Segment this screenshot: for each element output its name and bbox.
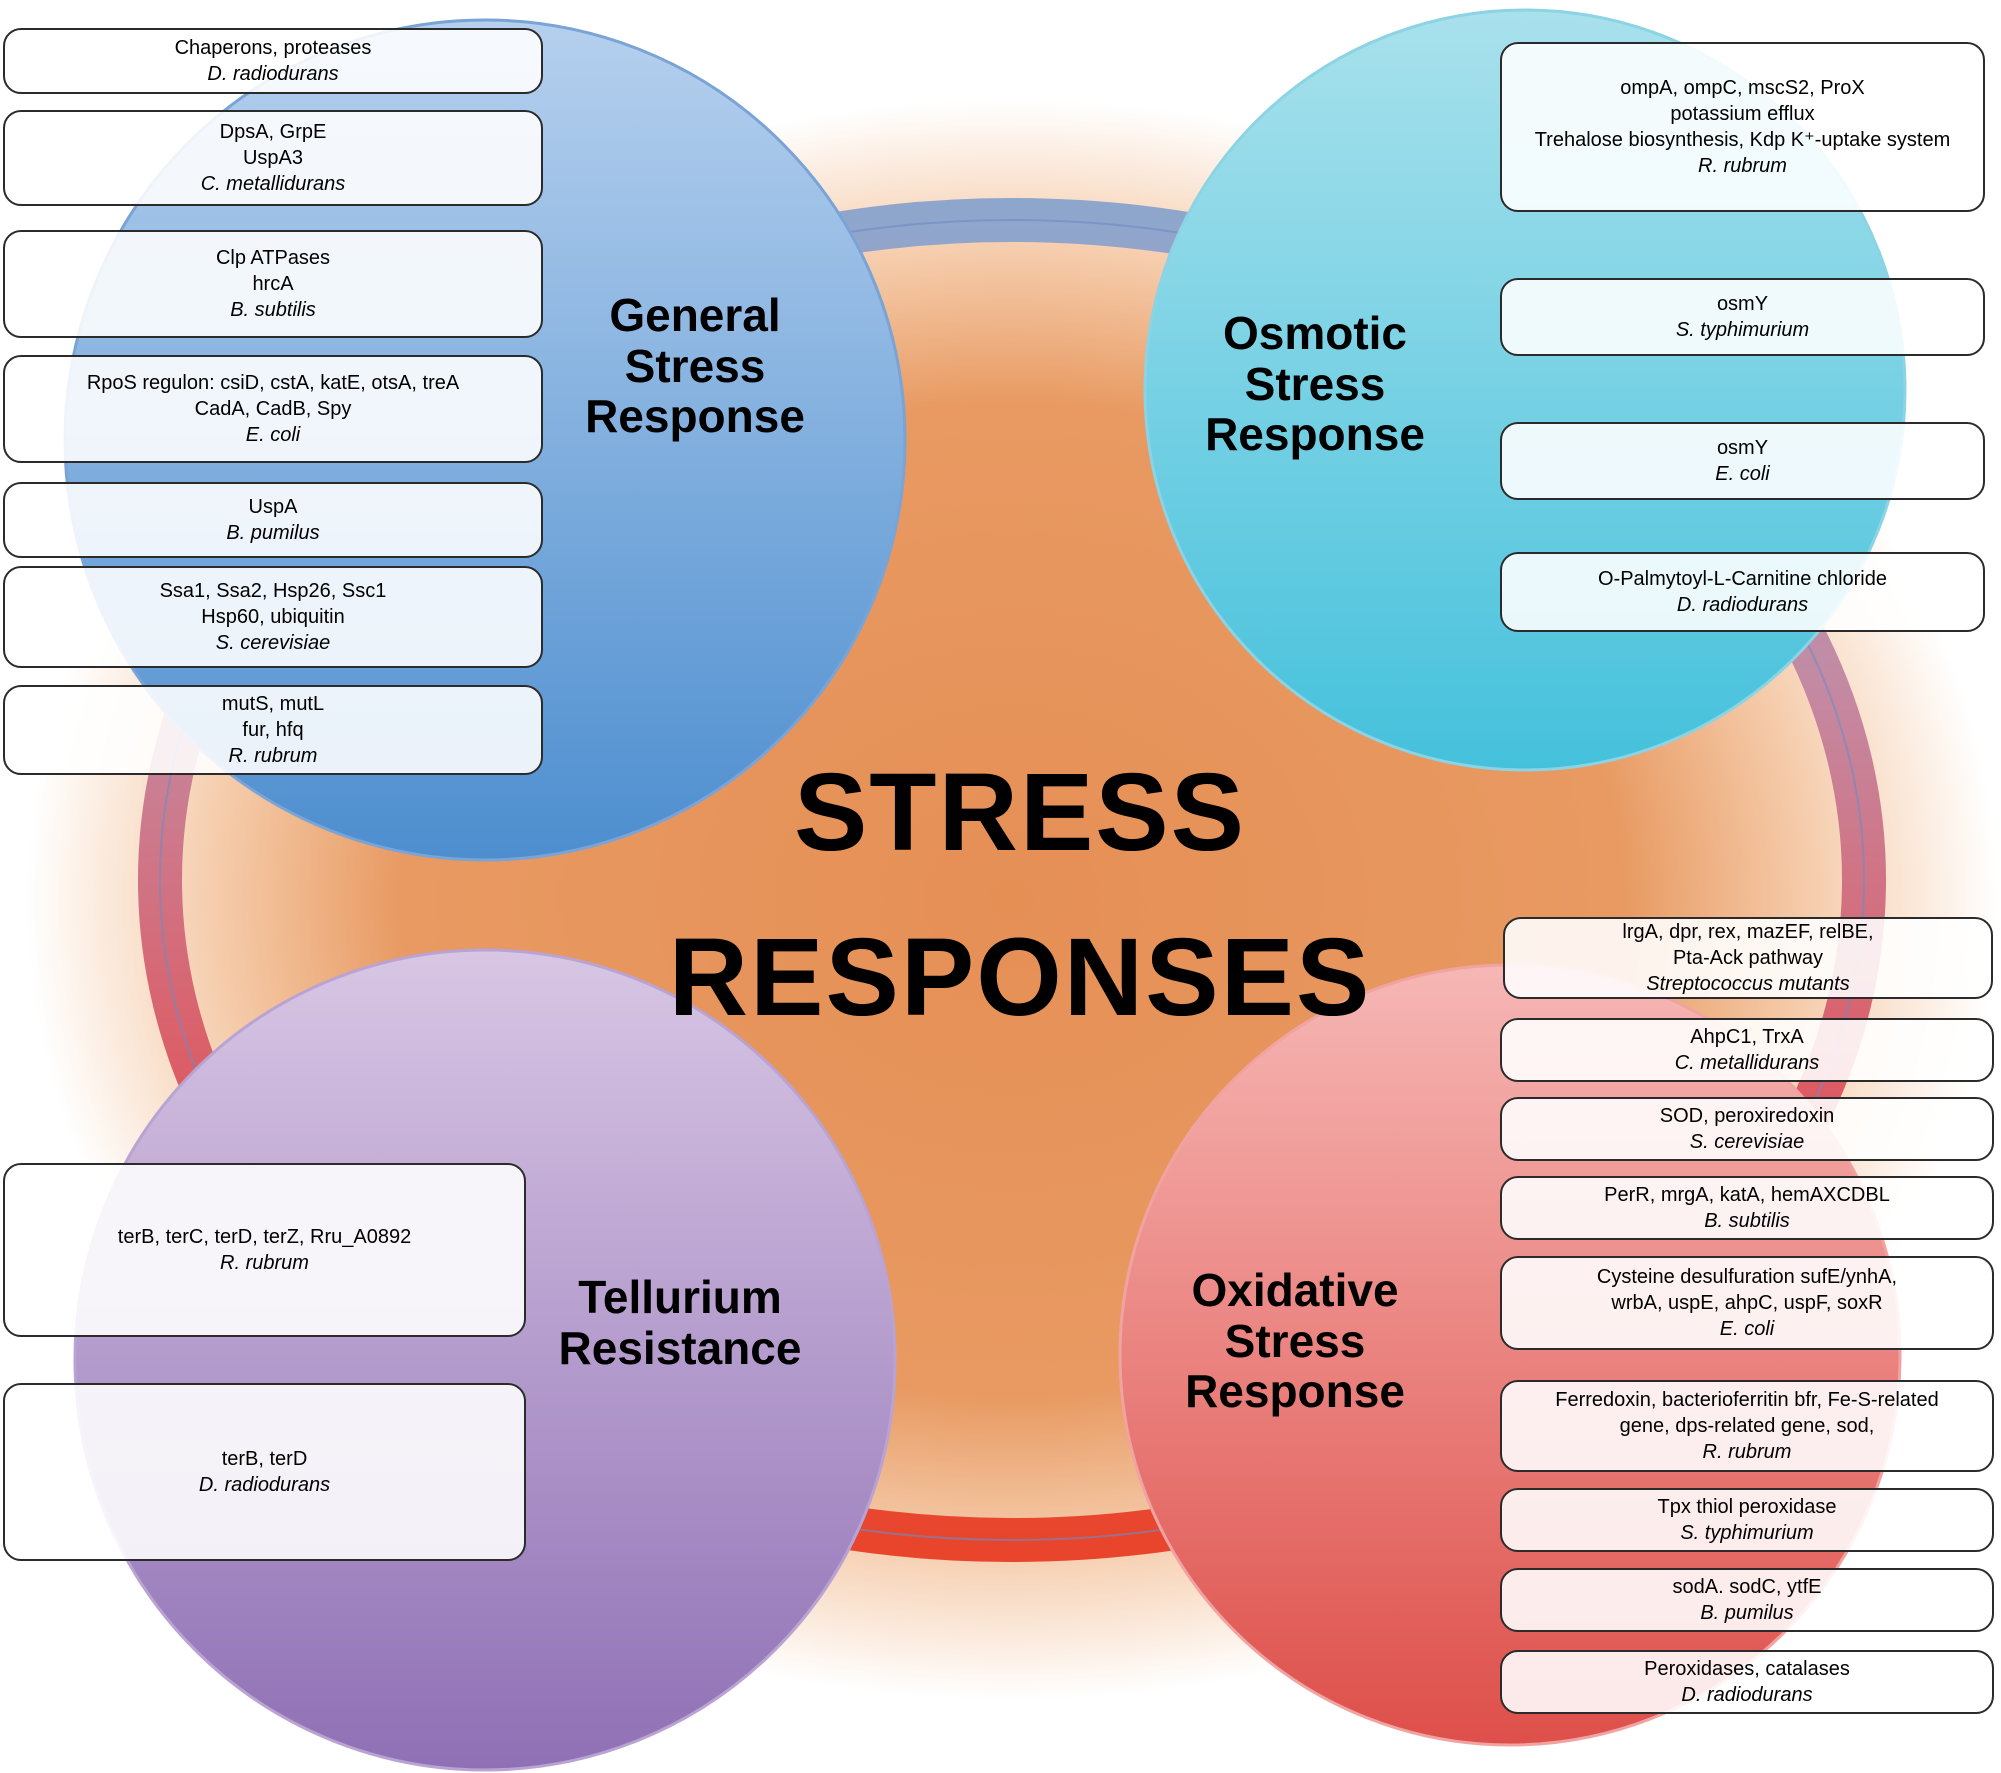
box-gene-line: PerR, mrgA, katA, hemAXCDBL (1604, 1184, 1890, 1206)
box-gene-line: Chaperons, proteases (174, 37, 372, 59)
general-box-3: Clp ATPases hrcA B. subtilis (3, 230, 543, 338)
box-organism: E. coli (245, 424, 301, 446)
box-organism: C. metallidurans (1674, 1052, 1820, 1074)
general-box-7: mutS, mutL fur, hfq R. rubrum (3, 685, 543, 775)
box-gene-line: Hsp60, ubiquitin (201, 606, 345, 628)
osmotic-box-4: O-Palmytoyl-L-Carnitine chloride D. radio… (1500, 552, 1985, 632)
tellurium-box-1: terB, terC, terD, terZ, Rru_A0892 R. rubr… (3, 1163, 526, 1337)
box-gene-line: ompA, ompC, mscS2, ProX (1620, 77, 1865, 99)
box-organism: Streptococcus mutants (1646, 973, 1850, 995)
box-organism: R. rubrum (1698, 155, 1787, 177)
box-gene-line: Ferredoxin, bacterioferritin bfr, Fe-S-r… (1555, 1389, 1939, 1411)
box-gene-line: UspA3 (242, 147, 304, 169)
oxidative-box-3: SOD, peroxiredoxin S. cerevisiae (1500, 1097, 1994, 1161)
box-organism: S. typhimurium (1675, 319, 1810, 341)
box-gene-line: sodA. sodC, ytfE (1672, 1576, 1822, 1598)
box-organism: C. metallidurans (200, 173, 346, 195)
box-organism: S. typhimurium (1680, 1522, 1814, 1544)
box-gene-line: wrbA, uspE, ahpC, uspF, soxR (1611, 1292, 1883, 1314)
box-organism: S. cerevisiae (215, 632, 331, 654)
oxidative-box-5: Cysteine desulfuration sufE/ynhA, wrbA, u… (1500, 1256, 1994, 1350)
oxidative-box-4: PerR, mrgA, katA, hemAXCDBL B. subtilis (1500, 1176, 1994, 1240)
box-gene-line: AhpC1, TrxA (1690, 1026, 1804, 1048)
box-gene-line: DpsA, GrpE (219, 121, 327, 143)
box-organism: D. radiodurans (198, 1474, 331, 1496)
box-gene-line: Clp ATPases (215, 247, 331, 269)
osmotic-box-3: osmY E. coli (1500, 422, 1985, 500)
box-gene-line: SOD, peroxiredoxin (1659, 1105, 1835, 1127)
general-box-1: Chaperons, proteases D. radiodurans (3, 28, 543, 94)
box-gene-line: Pta-Ack pathway (1672, 947, 1824, 969)
oxidative-box-2: AhpC1, TrxA C. metallidurans (1500, 1018, 1994, 1082)
oxidative-box-9: Peroxidases, catalases D. radiodurans (1500, 1650, 1994, 1714)
box-gene-line: fur, hfq (242, 719, 304, 741)
box-gene-line: RpoS regulon: csiD, cstA, katE, otsA, tr… (86, 372, 460, 394)
box-gene-line: potassium efflux (1670, 103, 1815, 125)
box-organism: B. pumilus (1700, 1602, 1794, 1624)
box-gene-line: Trehalose biosynthesis, Kdp K⁺-uptake sy… (1534, 129, 1951, 151)
tellurium-resistance-circle (73, 948, 897, 1772)
box-gene-line: Cysteine desulfuration sufE/ynhA, (1596, 1266, 1898, 1288)
oxidative-box-7: Tpx thiol peroxidase S. typhimurium (1500, 1488, 1994, 1552)
oxidative-box-6: Ferredoxin, bacterioferritin bfr, Fe-S-r… (1500, 1380, 1994, 1472)
box-gene-line: osmY (1716, 437, 1769, 459)
box-organism: D. radiodurans (1681, 1684, 1813, 1706)
box-organism: D. radiodurans (1676, 594, 1809, 616)
box-gene-line: terB, terC, terD, terZ, Rru_A0892 (117, 1226, 412, 1248)
general-box-4: RpoS regulon: csiD, cstA, katE, otsA, tr… (3, 355, 543, 463)
box-organism: R. rubrum (220, 1252, 309, 1274)
box-organism: B. subtilis (1704, 1210, 1790, 1232)
box-organism: R. rubrum (1702, 1441, 1792, 1463)
box-gene-line: mutS, mutL (221, 693, 325, 715)
box-organism: B. subtilis (230, 299, 316, 321)
box-gene-line: hrcA (252, 273, 294, 295)
box-gene-line: lrgA, dpr, rex, mazEF, relBE, (1622, 921, 1874, 943)
box-organism: D. radiodurans (207, 63, 339, 85)
oxidative-box-1: lrgA, dpr, rex, mazEF, relBE, Pta-Ack pat… (1503, 917, 1993, 999)
box-organism: E. coli (1719, 1318, 1775, 1340)
box-organism: S. cerevisiae (1689, 1131, 1805, 1153)
box-gene-line: osmY (1716, 293, 1769, 315)
box-gene-line: Peroxidases, catalases (1644, 1658, 1850, 1680)
box-gene-line: terB, terD (221, 1448, 308, 1470)
general-box-2: DpsA, GrpE UspA3 C. metallidurans (3, 110, 543, 206)
box-gene-line: UspA (248, 496, 298, 518)
box-gene-line: gene, dps-related gene, sod, (1619, 1415, 1875, 1437)
box-gene-line: Tpx thiol peroxidase (1657, 1496, 1837, 1518)
box-organism: R. rubrum (228, 745, 318, 767)
box-gene-line: CadA, CadB, Spy (194, 398, 352, 420)
oxidative-box-8: sodA. sodC, ytfE B. pumilus (1500, 1568, 1994, 1632)
box-gene-line: O-Palmytoyl-L-Carnitine chloride (1598, 568, 1887, 590)
osmotic-box-2: osmY S. typhimurium (1500, 278, 1985, 356)
box-gene-line: Ssa1, Ssa2, Hsp26, Ssc1 (159, 580, 387, 602)
general-box-5: UspA B. pumilus (3, 482, 543, 558)
tellurium-box-2: terB, terD D. radiodurans (3, 1383, 526, 1561)
box-organism: E. coli (1715, 463, 1770, 485)
box-organism: B. pumilus (226, 522, 320, 544)
